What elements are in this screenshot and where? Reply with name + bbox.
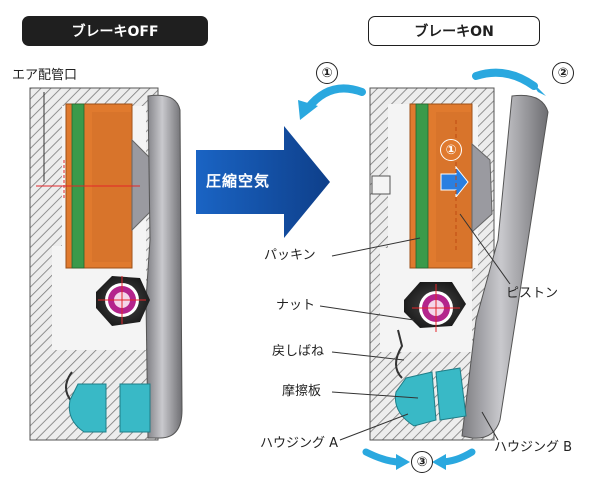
air-port-label: エア配管口 <box>12 68 78 83</box>
step-2-badge: ② <box>552 62 574 84</box>
housing-a-label: ハウジング A <box>260 436 339 451</box>
step-1-piston-badge: ① <box>440 139 462 161</box>
step-3-badge: ③ <box>411 451 433 473</box>
brake-on-assembly <box>369 87 549 441</box>
brake-off-assembly <box>29 87 183 441</box>
housing-b-right <box>461 94 549 439</box>
friction-left-b <box>119 383 151 433</box>
packing-right <box>415 103 429 269</box>
compressed-air-label: 圧縮空気 <box>206 172 271 190</box>
spring-right <box>395 329 404 379</box>
return-spring-label: 戻しばね <box>272 344 325 359</box>
motion-arrow-3-left <box>362 448 404 466</box>
housing-b-left <box>145 94 183 439</box>
motion-arrow-2 <box>472 68 538 90</box>
step-1-badge: ① <box>316 62 338 84</box>
housing-b-label: ハウジング B <box>494 440 573 455</box>
compressed-air-arrow <box>196 126 330 238</box>
brake-on-label: ブレーキON <box>368 16 540 46</box>
friction-plate-label: 摩擦板 <box>282 384 322 399</box>
friction-left <box>68 383 107 433</box>
piston-label: ピストン <box>506 286 559 301</box>
nut-label: ナット <box>276 298 316 313</box>
brake-off-label: ブレーキOFF <box>22 16 208 46</box>
motion-arrow-1 <box>304 84 366 112</box>
friction-right <box>394 371 437 427</box>
packing-label: パッキン <box>264 248 316 263</box>
friction-right-b <box>435 367 467 421</box>
